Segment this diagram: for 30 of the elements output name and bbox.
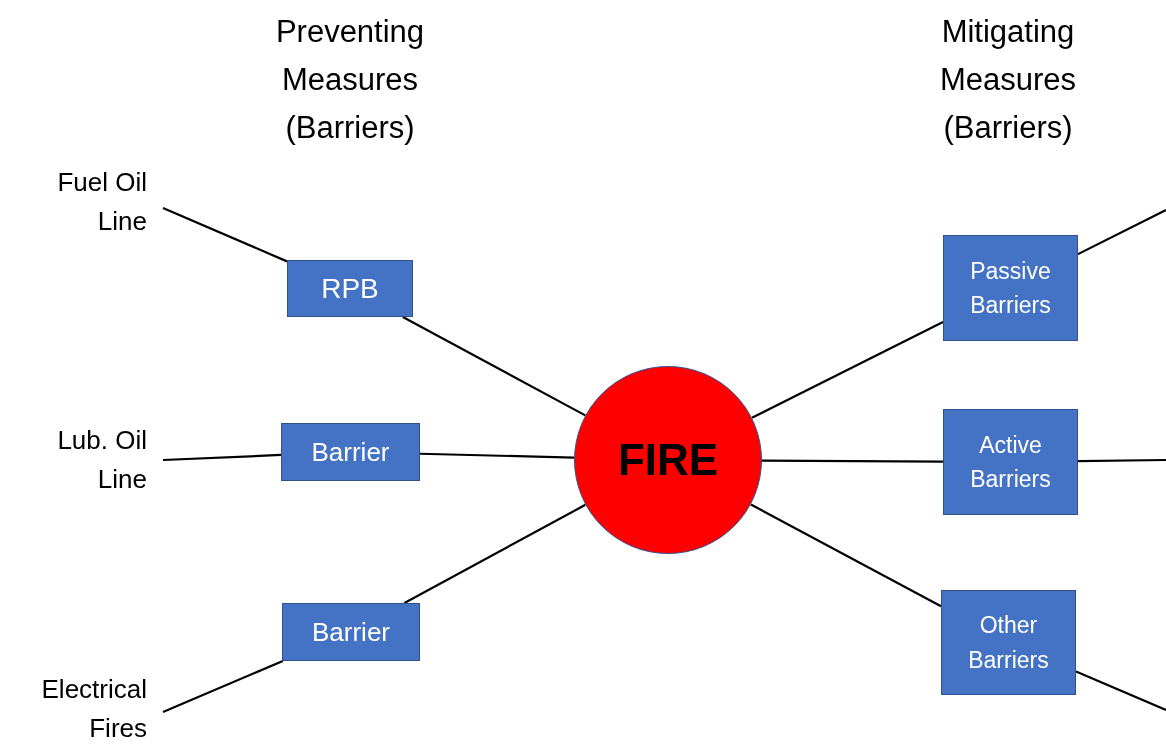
connector-line	[750, 503, 942, 608]
box-label: Other Barriers	[967, 611, 1050, 675]
connector-line	[162, 660, 284, 713]
connector-line	[1077, 209, 1166, 256]
source-label: Fuel Oil Line	[56, 166, 147, 238]
box-label: Barrier	[311, 435, 390, 469]
connector-line	[762, 459, 943, 463]
column-heading: Mitigating Measures (Barriers)	[938, 13, 1078, 148]
barrier-box	[943, 409, 1078, 515]
box-label: Barrier	[312, 615, 390, 649]
barrier-box	[943, 235, 1078, 341]
barrier-box	[287, 260, 413, 317]
column-heading: Preventing Measures (Barriers)	[274, 13, 426, 148]
barrier-box	[282, 603, 420, 661]
circle-label: FIRE	[617, 434, 719, 486]
connector-line	[1075, 670, 1166, 711]
connector-line	[403, 503, 586, 604]
box-label: RPB	[321, 271, 379, 306]
connector-line	[162, 207, 288, 263]
connector-line	[751, 320, 944, 419]
connector-line	[162, 453, 282, 462]
connector-line	[402, 316, 586, 417]
source-label: Lub. Oil Line	[56, 424, 147, 496]
source-label: Electrical Fires	[40, 672, 147, 745]
connector-line	[1078, 458, 1166, 463]
barrier-box	[281, 423, 420, 481]
connector-line	[419, 452, 575, 459]
barrier-box	[941, 590, 1076, 695]
box-label: Passive Barriers	[969, 256, 1052, 320]
box-label: Active Barriers	[969, 430, 1052, 494]
